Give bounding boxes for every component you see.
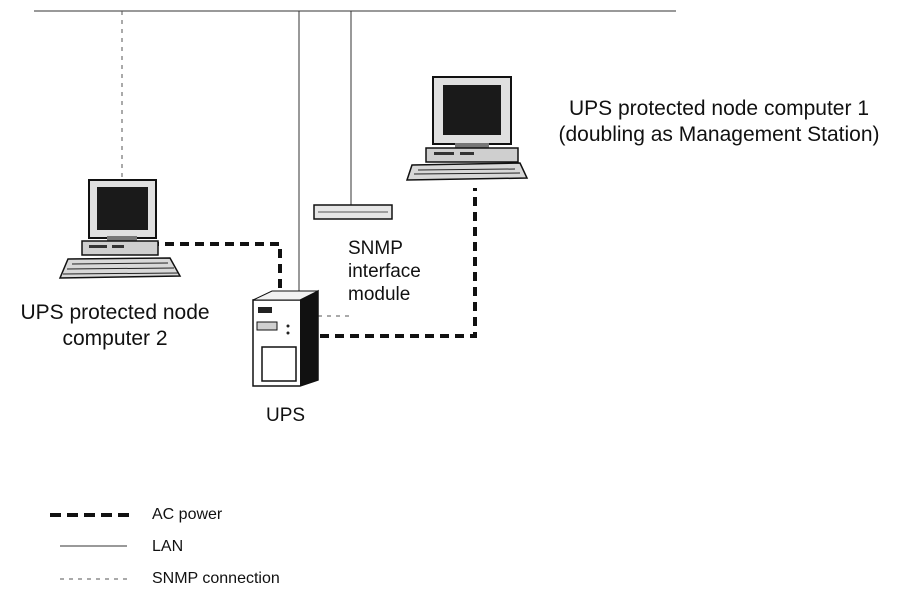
legend-lan-label: LAN [152, 538, 184, 555]
computer-2 [58, 179, 182, 279]
computer-1-label-line2: (doubling as Management Station) [558, 122, 880, 146]
computer-2-label-line2: computer 2 [62, 326, 168, 350]
snmp-connection-lines [121, 11, 350, 317]
lan-lines [34, 10, 676, 295]
snmp-module-label-line3: module [348, 284, 411, 306]
computer-1 [405, 76, 529, 181]
computer-1-label-line1: UPS protected node computer 1 [568, 97, 869, 120]
ac-power-lines [150, 188, 477, 338]
computer-1-label: UPS protected node computer 1 (doubling … [527, 96, 911, 147]
legend-ac-power-label: AC power [152, 506, 223, 523]
snmp-module-label-line2: interface [348, 261, 421, 283]
legend-symbols [50, 513, 130, 580]
ups-label: UPS [266, 405, 306, 426]
ups-device [252, 289, 319, 387]
snmp-module-label-line1: SNMP [348, 238, 403, 259]
computer-2-label-line1: UPS protected node [20, 301, 210, 324]
computer-2-label: UPS protected node computer 2 [2, 300, 228, 351]
snmp-module-label: SNMP interface module [348, 237, 421, 307]
snmp-module-device [313, 204, 393, 220]
legend-snmp-label: SNMP connection [152, 570, 280, 587]
